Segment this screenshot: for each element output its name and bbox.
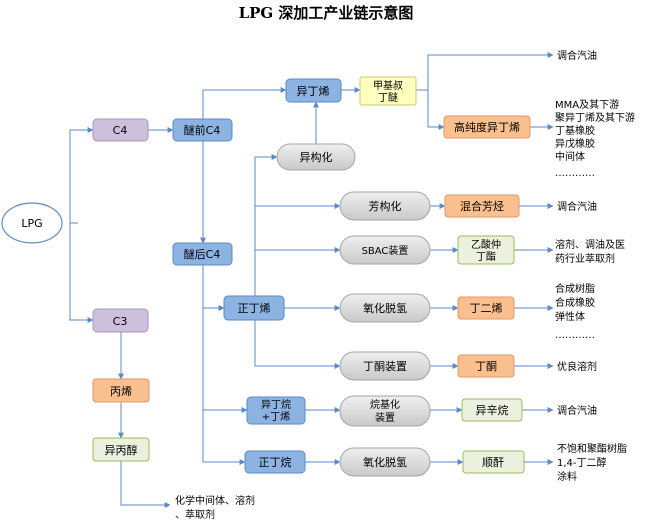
svg-text:异丁烯: 异丁烯 xyxy=(297,85,330,98)
svg-text:醚前C4: 醚前C4 xyxy=(184,123,221,137)
svg-text:C3: C3 xyxy=(113,315,128,328)
svg-text:氧化脱氢: 氧化脱氢 xyxy=(363,301,407,315)
node-c3: C3 xyxy=(92,308,149,333)
svg-text:烷基化: 烷基化 xyxy=(370,398,400,411)
node-maleic-anhydride: 顺酐 xyxy=(462,450,525,474)
output-blend-gasoline-2: 调合汽油 xyxy=(557,200,597,213)
svg-text:SBAC装置: SBAC装置 xyxy=(362,244,409,257)
svg-text:甲基叔: 甲基叔 xyxy=(373,79,403,92)
svg-text:…………: ………… xyxy=(555,330,595,341)
node-ether-pre-c4: 醚前C4 xyxy=(172,118,233,142)
output-blend-gasoline-3: 调合汽油 xyxy=(557,404,597,417)
svg-text:丙烯: 丙烯 xyxy=(110,385,132,398)
node-ether-post-c4: 醚后C4 xyxy=(172,242,233,266)
svg-text:C4: C4 xyxy=(113,124,128,137)
output-ipa-group: 化学中间体、溶剂 、萃取剂 xyxy=(175,494,255,521)
node-oxidative-dehydrogenation-1: 氧化脱氢 xyxy=(339,293,431,323)
node-n-butene: 正丁烯 xyxy=(223,295,285,321)
svg-text:异丁烷: 异丁烷 xyxy=(261,398,291,411)
svg-text:氧化脱氢: 氧化脱氢 xyxy=(363,455,407,469)
svg-text:MMA及其下游: MMA及其下游 xyxy=(555,98,619,111)
svg-text:聚异丁烯及其下游: 聚异丁烯及其下游 xyxy=(555,111,635,124)
output-blend-gasoline-1: 调合汽油 xyxy=(557,49,597,62)
node-sbac: SBAC装置 xyxy=(339,235,431,265)
node-butanone-unit: 丁酮装置 xyxy=(339,351,431,381)
connectors xyxy=(69,52,554,508)
svg-text:中间体: 中间体 xyxy=(555,150,585,163)
svg-text:丁酮: 丁酮 xyxy=(475,360,497,373)
node-sec-butyl-acetate: 乙酸仲 丁酯 xyxy=(457,235,515,265)
node-isomerization: 异构化 xyxy=(276,143,356,171)
node-c4: C4 xyxy=(92,118,149,142)
output-solvent-group: 溶剂、调油及医 药行业萃取剂 xyxy=(555,238,625,265)
node-isobutene: 异丁烯 xyxy=(285,78,342,103)
node-high-purity-isobutene: 高纯度异丁烯 xyxy=(443,115,531,139)
svg-text:丁醚: 丁醚 xyxy=(378,91,398,104)
svg-text:涂料: 涂料 xyxy=(557,470,577,483)
node-isobutane-butene: 异丁烷 +丁烯 xyxy=(246,396,306,425)
svg-text:丁基橡胶: 丁基橡胶 xyxy=(555,124,595,137)
output-resin-group: 合成树脂 合成橡胶 弹性体 ………… xyxy=(555,282,595,341)
svg-text:高纯度异丁烯: 高纯度异丁烯 xyxy=(454,120,520,134)
svg-text:芳构化: 芳构化 xyxy=(369,199,402,213)
node-butadiene: 丁二烯 xyxy=(457,296,515,320)
node-propylene: 丙烯 xyxy=(92,378,150,403)
svg-text:正丁烯: 正丁烯 xyxy=(238,302,271,315)
node-mixed-aromatics: 混合芳烃 xyxy=(444,194,520,218)
output-mma-group: MMA及其下游 聚异丁烯及其下游 丁基橡胶 异戊橡胶 中间体 ………… xyxy=(555,98,635,179)
svg-text:+丁烯: +丁烯 xyxy=(262,410,290,423)
svg-text:异辛烷: 异辛烷 xyxy=(476,403,509,417)
svg-text:混合芳烃: 混合芳烃 xyxy=(460,199,504,213)
svg-text:不饱和聚酯树脂: 不饱和聚酯树脂 xyxy=(557,442,627,455)
node-aromatization: 芳构化 xyxy=(339,191,431,221)
svg-text:1,4-丁二醇: 1,4-丁二醇 xyxy=(557,456,607,469)
svg-text:化学中间体、溶剂: 化学中间体、溶剂 xyxy=(175,494,255,507)
node-isooctane: 异辛烷 xyxy=(461,398,523,422)
svg-text:装置: 装置 xyxy=(375,411,395,424)
node-butanone: 丁酮 xyxy=(457,354,515,378)
svg-text:丁酮装置: 丁酮装置 xyxy=(363,360,407,373)
node-mtbe: 甲基叔 丁醚 xyxy=(359,76,417,106)
svg-text:乙酸仲: 乙酸仲 xyxy=(471,238,501,251)
svg-text:丁酯: 丁酯 xyxy=(476,251,496,263)
svg-text:异戊橡胶: 异戊橡胶 xyxy=(555,137,595,150)
svg-text:LPG: LPG xyxy=(21,217,42,230)
output-fine-solvent: 优良溶剂 xyxy=(557,360,597,373)
svg-text:醚后C4: 醚后C4 xyxy=(184,247,221,261)
diagram-title: LPG 深加工产业链示意图 xyxy=(239,4,414,22)
node-isopropanol: 异丙醇 xyxy=(92,437,150,462)
svg-text:正丁烷: 正丁烷 xyxy=(259,455,292,469)
svg-text:合成橡胶: 合成橡胶 xyxy=(555,296,595,309)
node-oxidative-dehydrogenation-2: 氧化脱氢 xyxy=(339,447,431,477)
node-n-butane: 正丁烷 xyxy=(244,450,306,474)
svg-text:顺酐: 顺酐 xyxy=(482,456,504,469)
output-ma-group: 不饱和聚酯树脂 1,4-丁二醇 涂料 xyxy=(557,442,627,483)
svg-text:溶剂、调油及医: 溶剂、调油及医 xyxy=(555,238,625,251)
svg-text:丁二烯: 丁二烯 xyxy=(470,302,503,315)
svg-text:异丙醇: 异丙醇 xyxy=(105,443,138,457)
node-lpg: LPG xyxy=(1,202,63,244)
svg-text:药行业萃取剂: 药行业萃取剂 xyxy=(555,252,615,265)
svg-text:弹性体: 弹性体 xyxy=(555,310,585,323)
svg-text:、萃取剂: 、萃取剂 xyxy=(175,508,215,521)
svg-text:合成树脂: 合成树脂 xyxy=(555,282,595,295)
svg-text:异构化: 异构化 xyxy=(300,150,333,164)
svg-text:…………: ………… xyxy=(555,168,595,179)
node-alkylation: 烷基化 装置 xyxy=(339,395,431,427)
